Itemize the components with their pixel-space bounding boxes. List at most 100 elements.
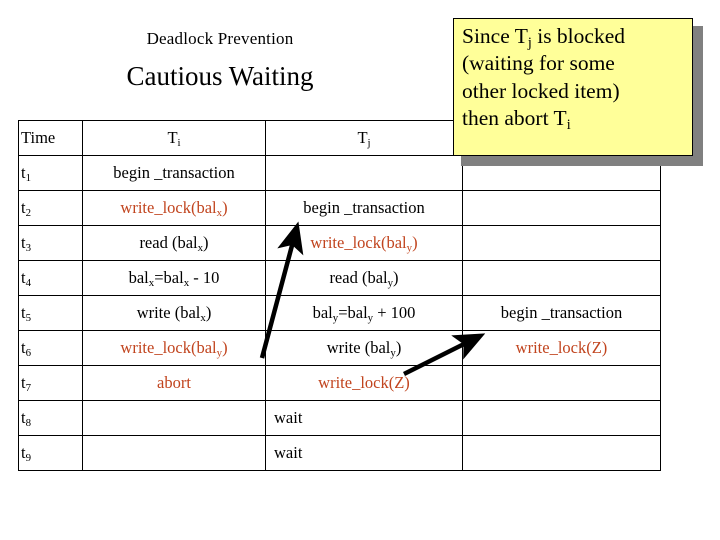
cell-text: read (bal: [329, 268, 388, 287]
header-ti-text: T: [167, 128, 178, 147]
time-label: t: [21, 338, 26, 357]
header-tj-text: T: [357, 128, 368, 147]
tk-cell: begin _transaction: [462, 295, 661, 331]
cell-text: write (bal: [136, 303, 201, 322]
subscript: x: [200, 312, 206, 325]
tj-cell: write_lock(baly): [265, 225, 463, 261]
cell-text: abort: [157, 373, 191, 392]
subscript: y: [387, 277, 394, 290]
time-label: t: [21, 163, 26, 182]
ti-cell: write_lock(balx): [82, 190, 266, 226]
time-cell: t8: [18, 400, 83, 436]
ti-cell: [82, 400, 266, 436]
subscript: y: [406, 242, 413, 255]
tk-cell: [462, 400, 661, 436]
slide-subtitle: Deadlock Prevention: [146, 29, 294, 48]
time-subscript: 8: [25, 417, 32, 430]
callout-line-1-b: is blocked: [531, 24, 625, 48]
cell-text: write_lock(Z): [318, 373, 410, 392]
cell-text: ): [395, 338, 402, 357]
ti-cell: balx=balx - 10: [82, 260, 266, 296]
time-cell: t6: [18, 330, 83, 366]
time-subscript: 3: [25, 242, 32, 255]
column-header-time: Time: [18, 120, 83, 156]
cell-text: bal: [128, 268, 149, 287]
callout-line-4-a: then abort T: [462, 105, 567, 130]
tj-cell: wait: [265, 435, 463, 471]
tk-cell: write_lock(Z): [462, 330, 661, 366]
ti-cell: write_lock(baly): [82, 330, 266, 366]
cell-text: + 100: [373, 303, 416, 322]
time-subscript: 1: [25, 172, 32, 185]
column-header-ti: Ti: [82, 120, 266, 156]
tk-cell: [462, 435, 661, 471]
time-label: t: [21, 268, 26, 287]
time-cell: t4: [18, 260, 83, 296]
time-label: t: [21, 443, 26, 462]
time-cell: t3: [18, 225, 83, 261]
time-subscript: 9: [25, 452, 32, 465]
cell-text: ): [412, 233, 418, 252]
subscript: x: [148, 277, 155, 290]
time-cell: t1: [18, 155, 83, 191]
subscript: y: [390, 347, 396, 360]
subscript: x: [216, 207, 223, 220]
cell-text: - 10: [189, 268, 220, 287]
cell-text: ): [222, 338, 228, 357]
time-label: t: [21, 373, 26, 392]
subscript: x: [197, 242, 204, 255]
callout-line-4: then abort Ti: [462, 105, 684, 132]
cell-text: write (bal: [326, 338, 391, 357]
tk-cell: [462, 190, 661, 226]
callout-box: Since Tj is blocked (waiting for some ot…: [453, 18, 693, 156]
tj-cell: write (baly): [265, 330, 463, 366]
tj-cell: [265, 155, 463, 191]
tk-cell: [462, 365, 661, 401]
cell-text: write_lock(bal: [310, 233, 407, 252]
time-subscript: 5: [25, 312, 32, 325]
callout-line-2: (waiting for some: [462, 51, 615, 76]
tk-cell: [462, 225, 661, 261]
time-cell: t2: [18, 190, 83, 226]
subscript: y: [367, 312, 374, 325]
cell-text: ): [222, 198, 228, 217]
time-label: t: [21, 198, 26, 217]
cell-text: ): [205, 303, 212, 322]
time-cell: t5: [18, 295, 83, 331]
cell-text: write_lock(bal: [120, 338, 217, 357]
subscript: y: [332, 312, 339, 325]
cell-text: ): [393, 268, 399, 287]
cell-text: begin _transaction: [303, 198, 425, 217]
cell-text: begin _transaction: [500, 303, 623, 322]
callout-line-1: Since Tj is blocked: [462, 23, 684, 50]
table-row: t9 wait: [18, 435, 661, 471]
tj-cell: baly=baly + 100: [265, 295, 463, 331]
table-row: t8 wait: [18, 400, 661, 436]
callout-line-1-subscript: j: [527, 34, 532, 51]
column-header-tj: Tj: [265, 120, 463, 156]
callout-line-1-a: Since T: [462, 24, 528, 48]
cell-text: read (bal: [139, 233, 198, 252]
tj-cell: begin _transaction: [265, 190, 463, 226]
subscript: y: [216, 347, 223, 360]
ti-cell: [82, 435, 266, 471]
cell-text: ): [203, 233, 209, 252]
cell-text: =bal: [338, 303, 368, 322]
page-title: Cautious Waiting: [126, 61, 314, 91]
time-subscript: 4: [25, 277, 32, 290]
subscript: x: [183, 277, 190, 290]
ti-cell: abort: [82, 365, 266, 401]
cell-text: wait: [274, 408, 303, 427]
cell-text: bal: [312, 303, 333, 322]
callout-line-3: other locked item): [462, 78, 620, 103]
tj-cell: write_lock(Z): [265, 365, 463, 401]
cell-text: wait: [274, 443, 303, 462]
